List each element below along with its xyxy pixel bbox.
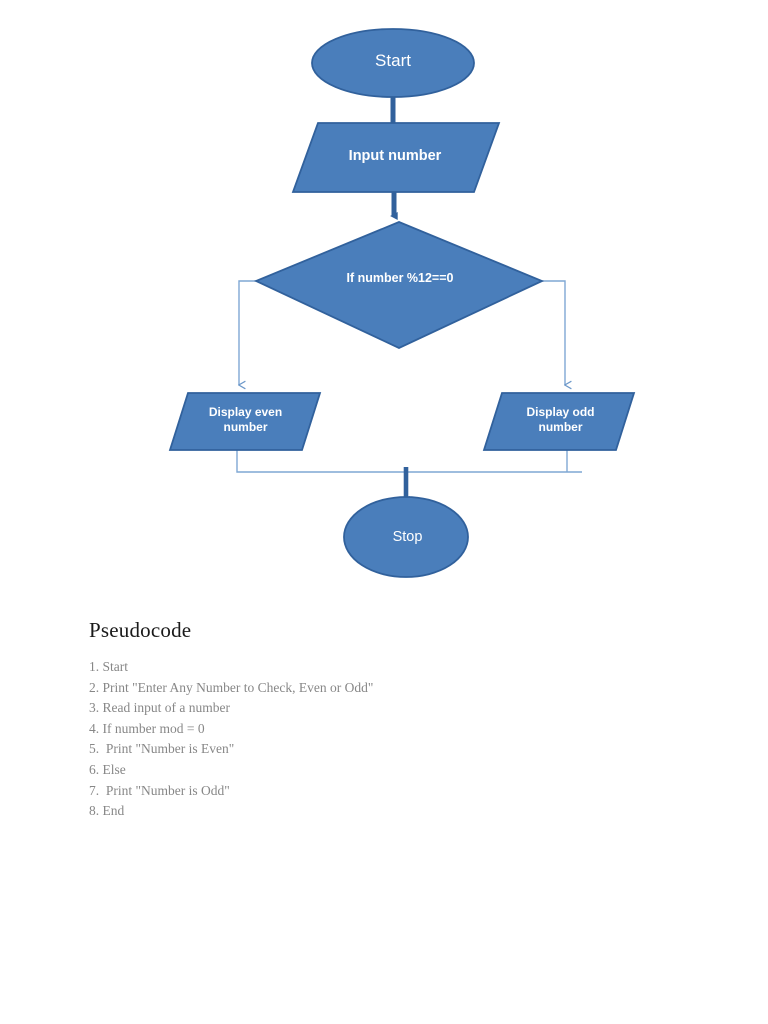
- pseudocode-line: 1. Start: [89, 659, 128, 674]
- pseudocode-line: 6. Else: [89, 761, 126, 777]
- connector-decision-to-odd: [541, 280, 565, 385]
- node-input-number: [291, 122, 501, 193]
- connector-decision-to-even: [239, 280, 257, 385]
- pseudocode-line: 3. Read input of a number: [89, 700, 230, 716]
- pseudocode-line: 7. Print "Number is Odd": [89, 782, 230, 798]
- node-display-even: [168, 392, 322, 451]
- node-stop: [343, 496, 469, 578]
- pseudocode-line: 5. Print "Number is Even": [89, 741, 235, 757]
- node-display-odd: [482, 392, 636, 451]
- pseudocode-list: 1. Start 2. Print "Enter Any Number to C…: [89, 657, 649, 822]
- flowchart-canvas: [168, 28, 636, 578]
- pseudocode-line: 4. If number mod = 0: [89, 720, 205, 736]
- pseudocode-line: 8. End: [89, 803, 125, 819]
- node-decision: [253, 221, 545, 349]
- pseudocode-heading: Pseudocode: [89, 618, 192, 642]
- node-start: [311, 28, 475, 98]
- pseudocode-line: 2. Print "Enter Any Number to Check, Eve…: [89, 679, 374, 695]
- connector-even-to-merge: [236, 450, 582, 473]
- pseudocode-section: Pseudocode 1. Start 2. Print "Enter Any …: [89, 618, 649, 822]
